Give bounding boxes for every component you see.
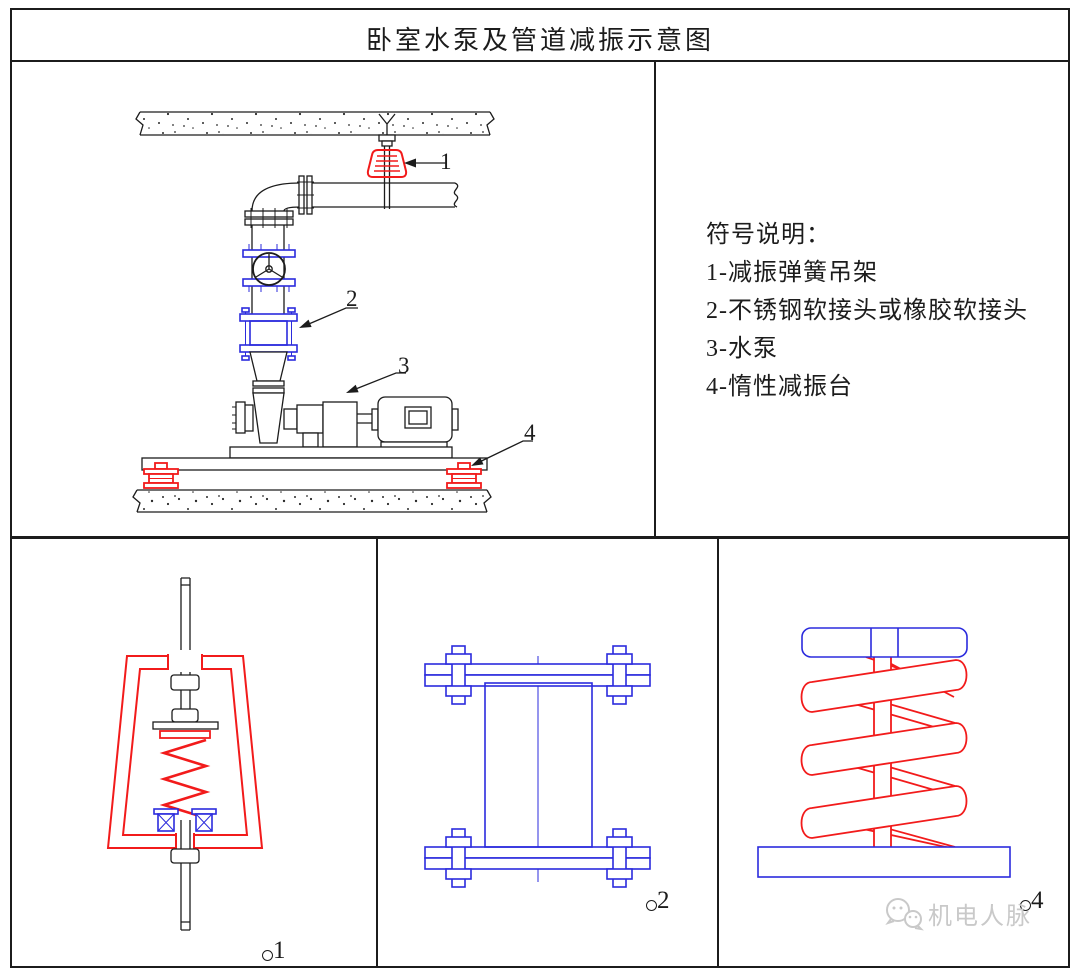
detail-ring [1020,900,1031,911]
detail-ring [262,950,273,961]
title-divider [10,60,1070,62]
legend-heading: 符号说明： [706,222,831,248]
watermark-text: 机电人脉 [928,904,1032,930]
isolator-right [446,462,482,489]
flexible-joint [239,307,298,361]
detail-divider-2 [717,539,719,966]
joint-bolts [445,645,633,888]
inertia-base [141,457,488,471]
detail-label-4: 4 [1020,888,1044,913]
rubber-cups [153,808,217,832]
watermark: 机电人脉 [884,896,1032,931]
detail-flexible-joint [424,645,651,888]
detail-label-2: 2 [646,888,670,913]
sheet-border [10,8,1070,968]
legend-item: 4-惰性减振台 [706,374,853,400]
callout-pump: 3 [398,353,410,378]
callout-inertia-base: 4 [524,420,536,445]
legend-item: 1-减振弹簧吊架 [706,260,878,286]
wechat-icon [885,897,924,930]
section-divider [10,536,1070,539]
isolator-left [143,462,179,489]
floor-slab [132,489,492,513]
isolator-plates [757,627,1011,878]
legend-divider [654,62,656,536]
legend-item: 3-水泵 [706,336,778,362]
main-diagram [132,111,533,513]
pump-unit [141,351,488,471]
detail-divider-1 [376,539,378,966]
sheet-title: 卧室水泵及管道减振示意图 [365,26,714,55]
hanger-internals [152,674,219,931]
handwheel [252,252,286,286]
hanger-rod-top [180,577,191,676]
callout-leaders [299,158,533,466]
detail-spring-isolator [757,627,1011,878]
detail-label-1: 1 [262,938,286,963]
detail-spring-hanger [106,577,264,931]
legend-panel: 符号说明： 1-减振弹簧吊架 2-不锈钢软接头或橡胶软接头 3-水泵 4-惰性减… [706,216,1028,406]
motor [371,396,459,449]
callout-spring-hanger: 1 [440,149,452,174]
spring-hanger [366,149,408,178]
ceiling-slab [135,111,495,136]
spring-front-coils [800,659,968,839]
valve [242,244,296,292]
pipe-run [244,175,459,314]
legend-item: 2-不锈钢软接头或橡胶软接头 [706,298,1028,324]
callout-flexible-joint: 2 [346,286,358,311]
joint-bellows [484,682,593,848]
detail-ring [646,900,657,911]
